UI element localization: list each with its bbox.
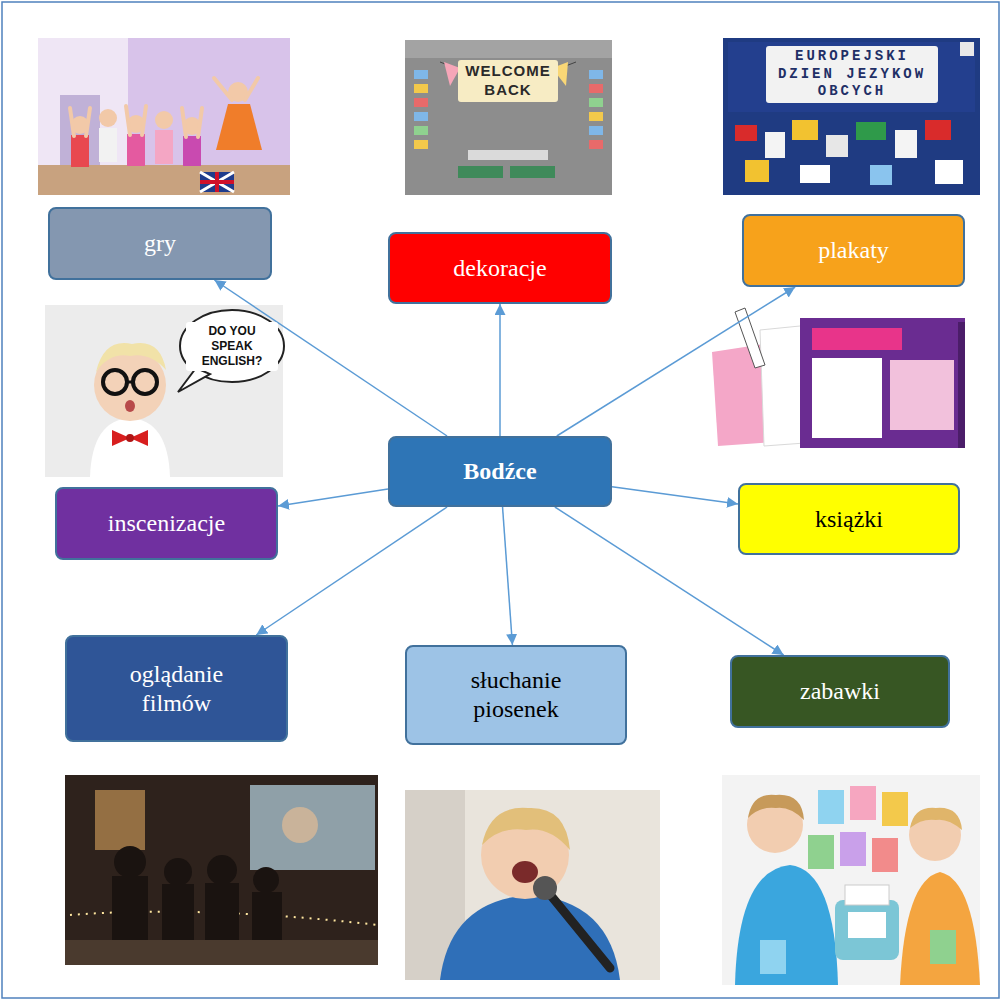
node-text: Bodźce	[463, 457, 536, 486]
category-box: słuchanie piosenek	[405, 645, 627, 745]
boy-photo	[45, 305, 284, 477]
arrow-connector	[499, 304, 501, 436]
node-text: inscenizacje	[108, 509, 225, 538]
node-text: plakaty	[818, 236, 889, 265]
arrow-connector	[503, 507, 513, 645]
film-photo	[65, 775, 378, 965]
toys-photo	[722, 775, 980, 985]
node-text: książki	[815, 505, 883, 534]
category-box: oglądanie filmów	[65, 635, 288, 742]
category-box: dekoracje	[388, 232, 612, 304]
singing-photo	[405, 790, 660, 980]
category-box: zabawki	[730, 655, 950, 728]
book-photo	[710, 303, 980, 453]
category-box: książki	[738, 483, 960, 555]
speech-bubble-text: DO YOU SPEAK ENGLISH?	[186, 322, 278, 371]
arrow-connector	[256, 507, 447, 635]
category-box: plakaty	[742, 214, 965, 287]
node-text: zabawki	[800, 677, 880, 706]
arrow-connector	[278, 489, 388, 506]
banner-text: WELCOME BACK	[458, 60, 558, 102]
poster-photo	[723, 38, 980, 195]
arrow-connector	[612, 487, 738, 504]
category-box: inscenizacje	[55, 487, 278, 560]
decoration-photo	[405, 40, 612, 195]
central-box: Bodźce	[388, 436, 612, 507]
arrow-connector	[557, 287, 795, 436]
category-box: gry	[48, 207, 272, 280]
games-photo	[38, 38, 290, 195]
poster-title: EUROPEJSKI DZIEN JEZYKOW OBCYCH	[766, 46, 938, 103]
node-text: oglądanie filmów	[107, 660, 247, 718]
node-text: słuchanie piosenek	[446, 666, 586, 724]
node-text: dekoracje	[453, 254, 546, 283]
node-text: gry	[144, 229, 176, 258]
